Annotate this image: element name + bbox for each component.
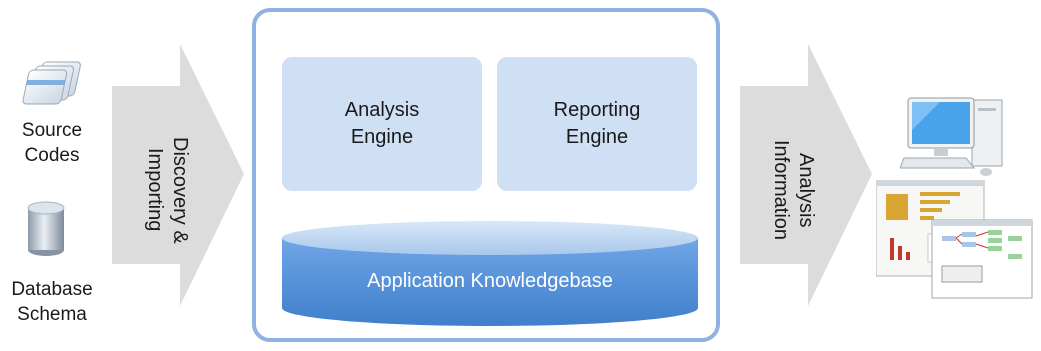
source-codes-icon [22, 58, 86, 108]
database-schema-label: Database Schema [11, 279, 93, 325]
knowledgebase-cylinder [282, 221, 698, 326]
knowledgebase-label: Application Knowledgebase [367, 270, 613, 292]
database-icon [24, 198, 68, 258]
desktop-computer-icon [899, 96, 1010, 178]
reporting-engine-box: Reporting Engine [497, 57, 697, 191]
source-codes-label: Source Codes [21, 120, 83, 166]
discovery-arrow [112, 44, 244, 306]
analysis-information-label: Analysis Information [770, 139, 817, 241]
report-screenshots-icon [875, 179, 1036, 310]
discovery-importing-label: Discovery & Importing [144, 136, 191, 244]
analysis-engine-box: Analysis Engine [282, 57, 482, 191]
analysis-information-arrow [740, 44, 872, 306]
